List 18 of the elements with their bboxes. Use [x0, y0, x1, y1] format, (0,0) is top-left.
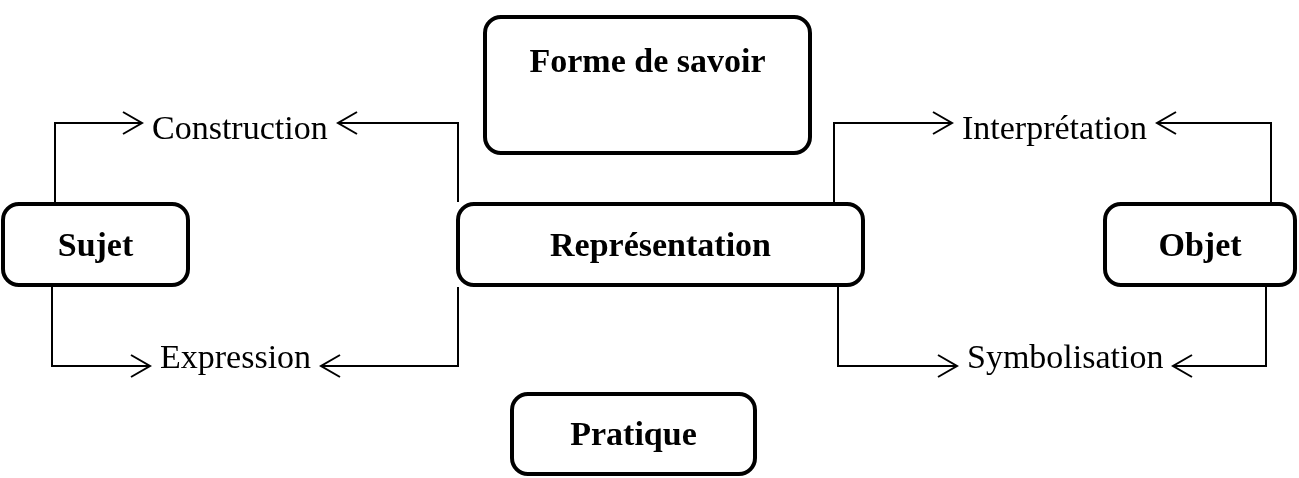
arrow	[833, 111, 953, 203]
rounded-box	[1, 202, 190, 287]
arrow	[337, 111, 459, 203]
arrow	[51, 286, 151, 378]
rounded-box	[510, 392, 757, 476]
rounded-box	[483, 15, 812, 155]
arrow	[1172, 286, 1267, 378]
rounded-box	[456, 202, 865, 287]
box-title: Pratique	[570, 414, 697, 454]
arrow	[320, 286, 459, 378]
rounded-box	[1103, 202, 1297, 287]
arrow	[837, 286, 958, 378]
arrow	[54, 111, 143, 203]
box-title: Objet	[1158, 224, 1242, 265]
box-title: Représentation	[550, 224, 771, 265]
box-title: Forme de savoir	[529, 41, 766, 81]
box-title: Sujet	[57, 224, 134, 265]
arrow	[1156, 111, 1272, 203]
